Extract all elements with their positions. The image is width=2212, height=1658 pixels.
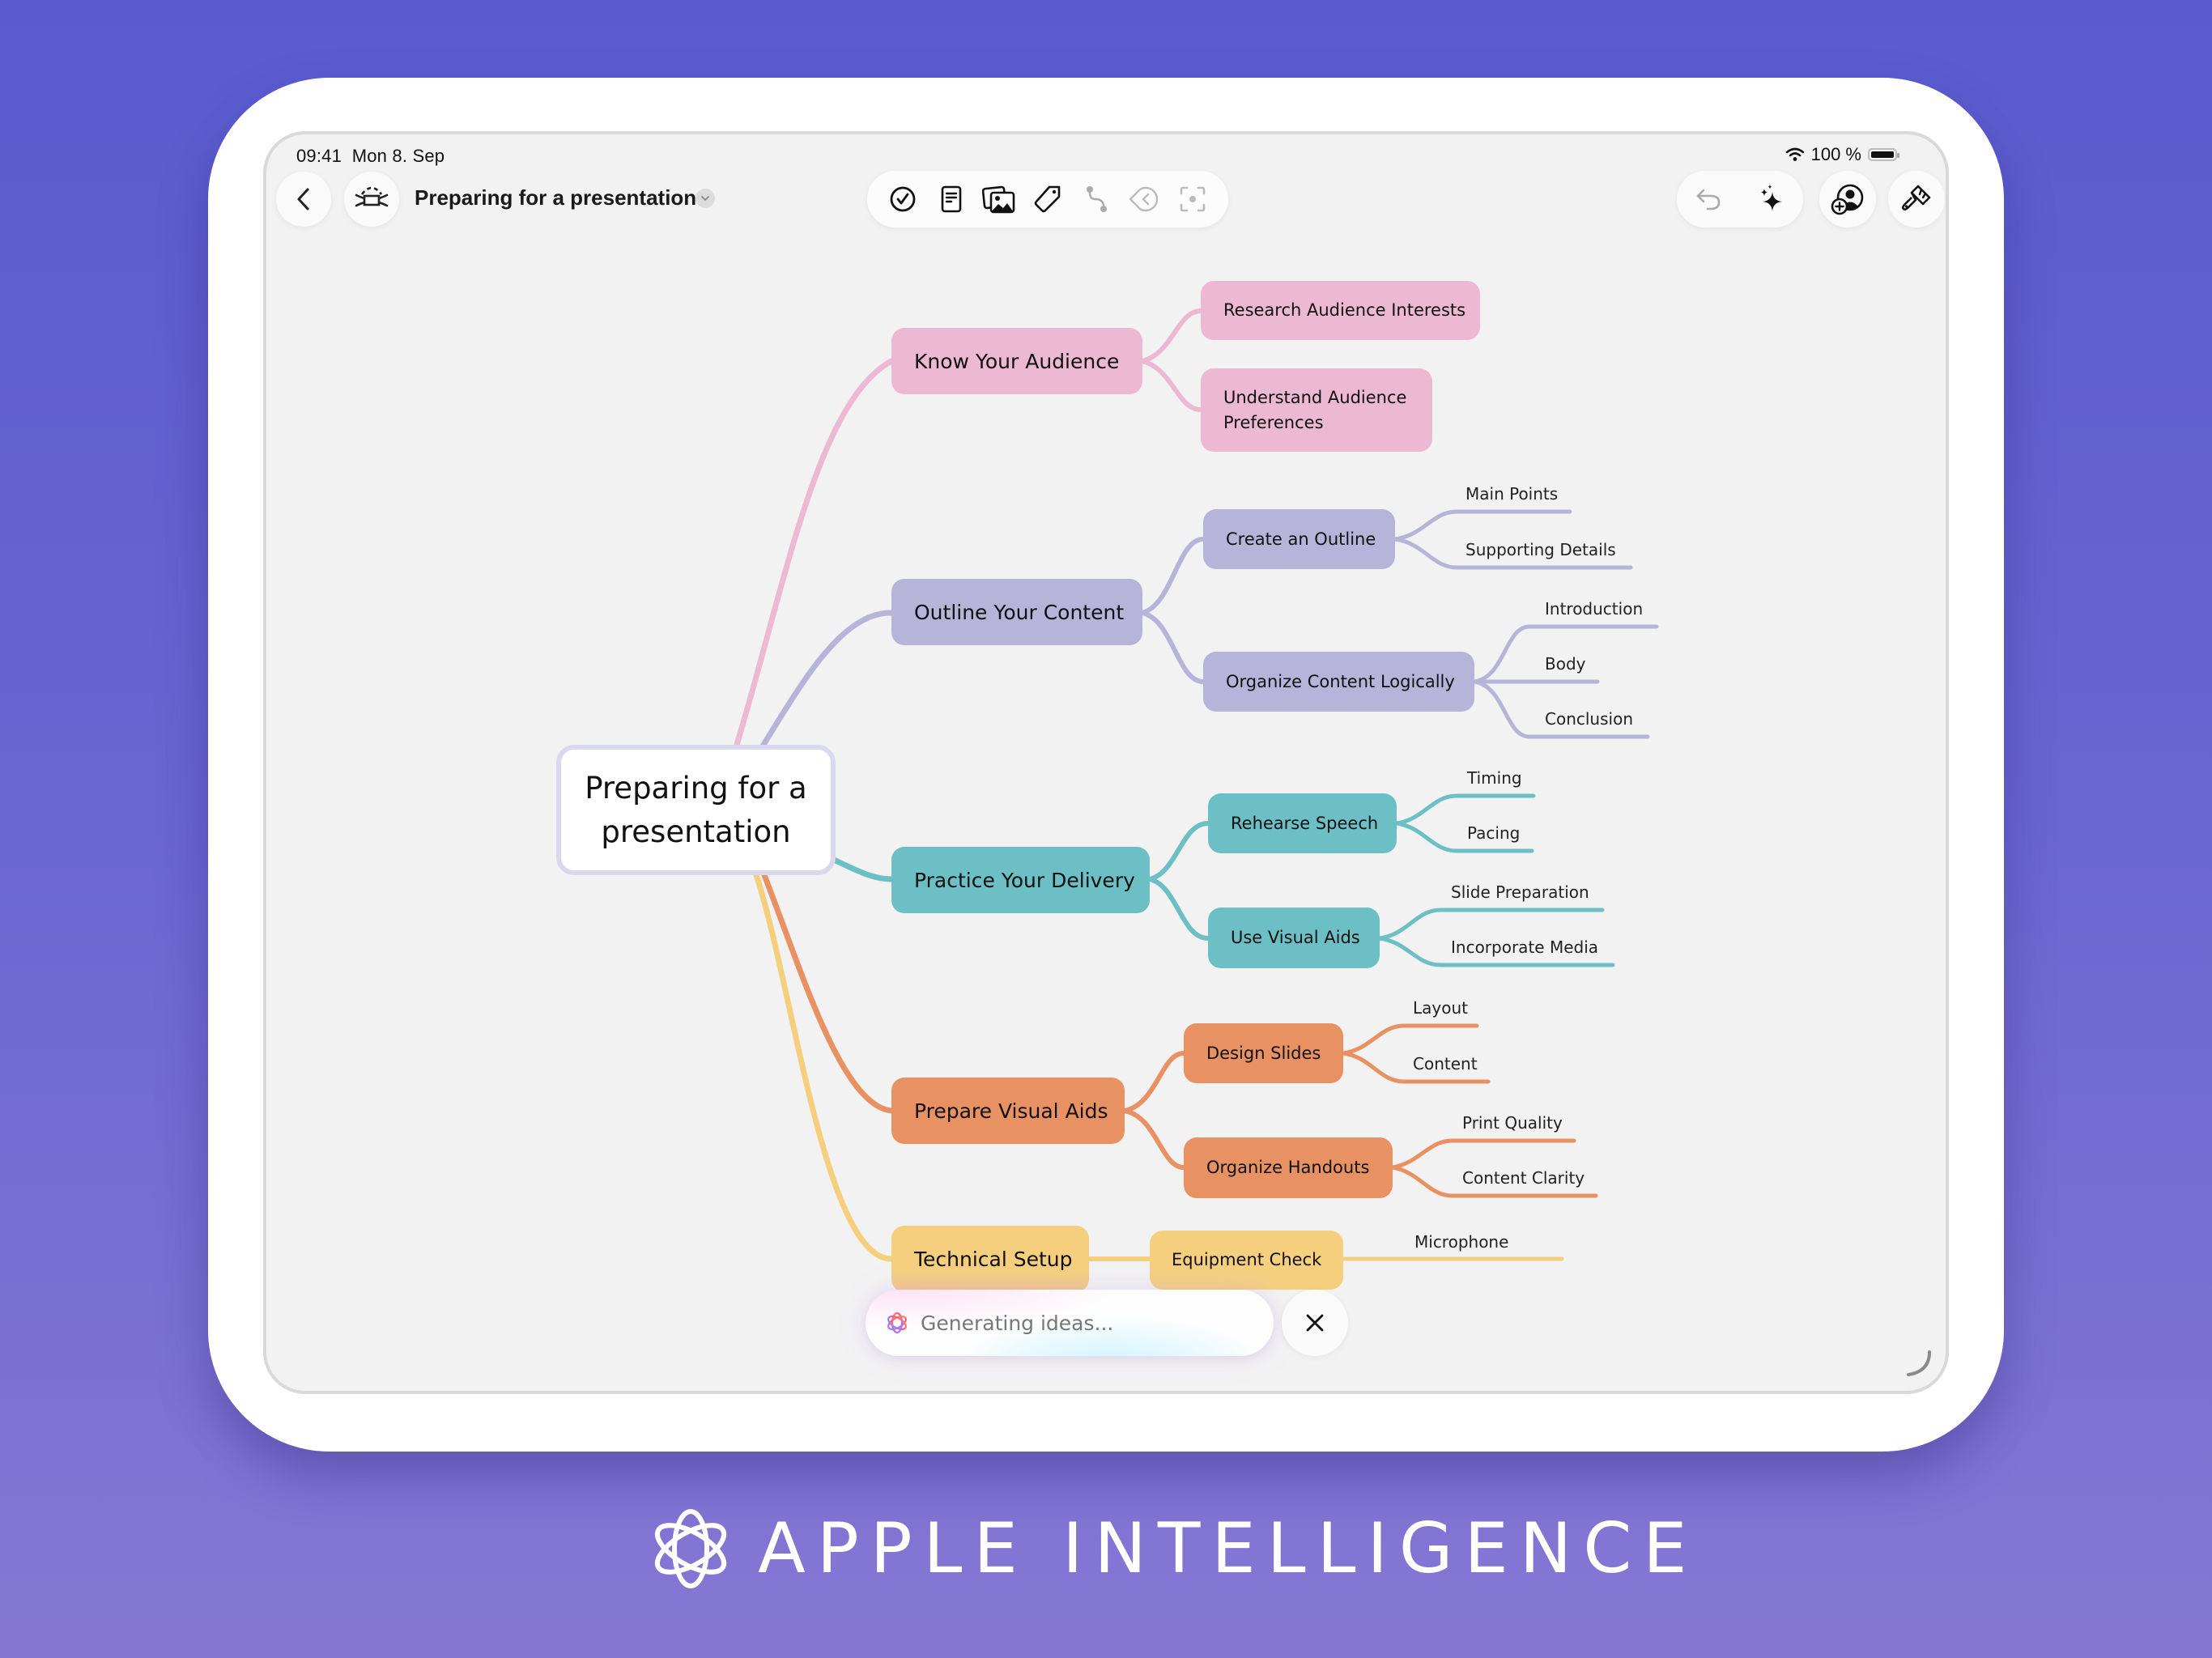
leaf-body[interactable]: Body bbox=[1545, 654, 1586, 674]
leaf-timing[interactable]: Timing bbox=[1467, 768, 1522, 788]
edit-actions bbox=[1677, 171, 1803, 227]
branch-know-your-audience[interactable]: Know Your Audience bbox=[891, 328, 1142, 394]
apple-intelligence-logo-icon bbox=[654, 1509, 727, 1588]
status-indicators: 100 % bbox=[1785, 144, 1899, 165]
node-label: Create an Outline bbox=[1226, 529, 1376, 549]
node-label: Organize Handouts bbox=[1206, 1158, 1370, 1177]
branch-label: Prepare Visual Aids bbox=[914, 1099, 1108, 1123]
branch-outline-your-content[interactable]: Outline Your Content bbox=[891, 579, 1142, 645]
connect-button[interactable] bbox=[1075, 178, 1117, 220]
leaf-content[interactable]: Content bbox=[1413, 1054, 1478, 1073]
leaf-print-quality[interactable]: Print Quality bbox=[1462, 1113, 1563, 1133]
apple-intelligence-icon bbox=[887, 1312, 907, 1334]
node-organize-content-logically[interactable]: Organize Content Logically bbox=[1203, 652, 1474, 712]
chevron-left-icon bbox=[297, 188, 309, 210]
branch-label: Technical Setup bbox=[914, 1247, 1073, 1271]
leaf-incorporate-media[interactable]: Incorporate Media bbox=[1451, 937, 1599, 957]
wifi-icon bbox=[1785, 147, 1804, 161]
node-label: Understand Audience Preferences bbox=[1223, 387, 1407, 432]
node-understand-audience-preferences[interactable]: Understand Audience Preferences bbox=[1201, 368, 1432, 452]
leaf-layout[interactable]: Layout bbox=[1413, 998, 1468, 1018]
resize-handle-icon[interactable] bbox=[1902, 1347, 1934, 1380]
focus-button[interactable] bbox=[1172, 178, 1214, 220]
chevron-down-icon bbox=[701, 196, 709, 202]
sparkles-icon bbox=[1761, 185, 1782, 211]
node-equipment-check[interactable]: Equipment Check bbox=[1150, 1231, 1343, 1290]
node-label: Use Visual Aids bbox=[1231, 928, 1360, 947]
add-tag-button[interactable] bbox=[1027, 178, 1069, 220]
document-title[interactable]: Preparing for a presentation bbox=[415, 185, 697, 210]
node-design-slides[interactable]: Design Slides bbox=[1184, 1023, 1343, 1083]
node-label: Research Audience Interests bbox=[1223, 300, 1466, 320]
tag-icon bbox=[1034, 185, 1061, 213]
undo-button[interactable] bbox=[1688, 179, 1729, 219]
battery-icon bbox=[1868, 148, 1899, 161]
node-label: Equipment Check bbox=[1172, 1250, 1322, 1269]
add-collaborator-icon bbox=[1831, 184, 1864, 215]
leaf-pacing[interactable]: Pacing bbox=[1467, 823, 1521, 843]
focus-icon bbox=[1180, 186, 1206, 212]
photos-icon bbox=[982, 185, 1015, 214]
branch-label: Practice Your Delivery bbox=[914, 868, 1135, 892]
add-image-button[interactable] bbox=[978, 178, 1020, 220]
root-node[interactable]: Preparing for a presentation bbox=[556, 745, 836, 875]
node-organize-handouts[interactable]: Organize Handouts bbox=[1184, 1137, 1393, 1198]
leaf-introduction[interactable]: Introduction bbox=[1545, 599, 1644, 619]
branch-technical-setup[interactable]: Technical Setup bbox=[891, 1226, 1089, 1292]
node-rehearse-speech[interactable]: Rehearse Speech bbox=[1208, 793, 1397, 853]
mind-map-icon bbox=[355, 186, 389, 207]
app-screen: Preparing for a presentation Know Your A… bbox=[263, 131, 1949, 1394]
node-label: Organize Content Logically bbox=[1226, 671, 1455, 691]
ai-generating-status: Generating ideas... bbox=[866, 1290, 1274, 1356]
collapse-icon bbox=[1129, 186, 1159, 212]
connection-icon bbox=[1086, 186, 1107, 212]
date: Mon 8. Sep bbox=[351, 146, 445, 166]
mindmap-style-button[interactable] bbox=[344, 172, 399, 227]
branch-label: Know Your Audience bbox=[914, 349, 1120, 373]
branding: APPLE INTELLIGENCE bbox=[648, 1506, 1699, 1592]
checkmark-circle-icon bbox=[890, 186, 916, 212]
back-button[interactable] bbox=[276, 172, 331, 227]
collapse-button[interactable] bbox=[1123, 178, 1165, 220]
cancel-generation-button[interactable] bbox=[1282, 1290, 1348, 1356]
clock: 09:41 bbox=[296, 146, 342, 166]
node-research-audience-interests[interactable]: Research Audience Interests bbox=[1201, 281, 1480, 340]
insert-toolbar bbox=[867, 171, 1228, 227]
collaborate-button[interactable] bbox=[1819, 171, 1876, 227]
node-create-an-outline[interactable]: Create an Outline bbox=[1203, 509, 1395, 569]
title-menu-button[interactable] bbox=[696, 189, 715, 208]
ai-generate-button[interactable] bbox=[1751, 179, 1792, 219]
undo-icon bbox=[1696, 189, 1721, 210]
branch-label: Outline Your Content bbox=[914, 600, 1125, 624]
node-use-visual-aids[interactable]: Use Visual Aids bbox=[1208, 908, 1380, 968]
branch-prepare-visual-aids[interactable]: Prepare Visual Aids bbox=[891, 1078, 1125, 1144]
leaf-slide-preparation[interactable]: Slide Preparation bbox=[1451, 882, 1589, 902]
status-time: 09:41 Mon 8. Sep bbox=[296, 146, 445, 167]
root-node-label: Preparing for a presentation bbox=[585, 770, 807, 849]
node-label: Design Slides bbox=[1206, 1043, 1321, 1063]
leaf-main-points[interactable]: Main Points bbox=[1465, 484, 1559, 504]
leaf-supporting-details[interactable]: Supporting Details bbox=[1465, 540, 1616, 559]
battery-percent: 100 % bbox=[1810, 144, 1861, 164]
branch-practice-your-delivery[interactable]: Practice Your Delivery bbox=[891, 847, 1150, 913]
note-icon bbox=[941, 185, 961, 213]
leaf-content-clarity[interactable]: Content Clarity bbox=[1462, 1168, 1585, 1188]
ai-status-text: Generating ideas... bbox=[921, 1311, 1114, 1335]
node-label: Rehearse Speech bbox=[1231, 813, 1379, 833]
style-button[interactable] bbox=[1888, 171, 1945, 227]
leaf-microphone[interactable]: Microphone bbox=[1414, 1232, 1509, 1252]
mindmap-connectors bbox=[733, 308, 1659, 1262]
close-icon bbox=[1306, 1314, 1324, 1332]
leaf-conclusion[interactable]: Conclusion bbox=[1545, 709, 1633, 729]
paintbrush-icon bbox=[1902, 185, 1931, 210]
add-note-button[interactable] bbox=[930, 178, 972, 220]
brand-title: APPLE INTELLIGENCE bbox=[758, 1508, 1699, 1589]
add-task-button[interactable] bbox=[882, 178, 924, 220]
